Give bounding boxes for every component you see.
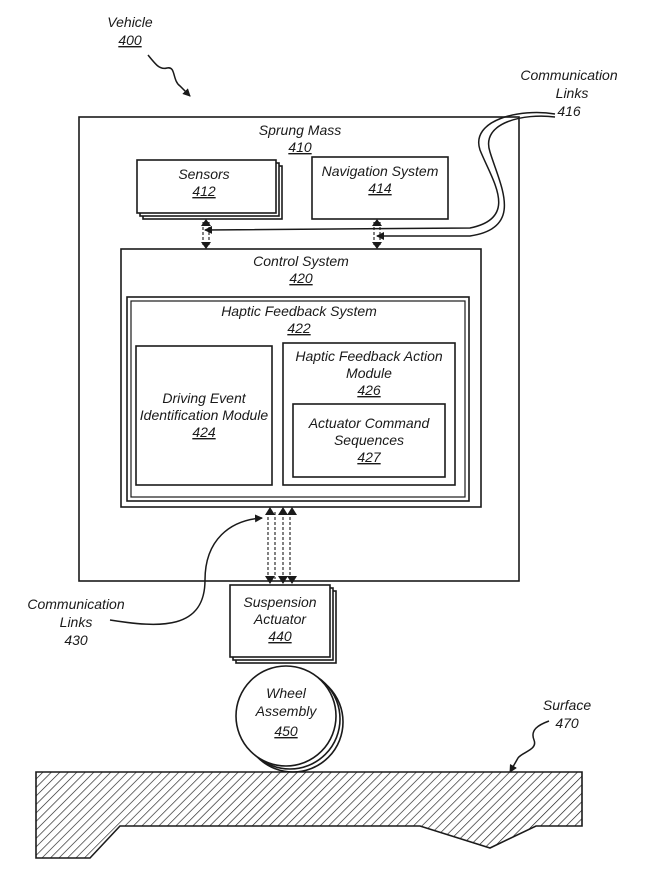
comm-links-416-label: Communication Links 416 <box>520 67 617 119</box>
haptic-feedback-system-title: Haptic Feedback System <box>221 303 377 319</box>
surface-leader <box>509 720 550 773</box>
actuator-command-ref: 427 <box>357 449 382 465</box>
road-surface <box>35 771 583 859</box>
suspension-actuator-stack: Suspension Actuator 440 <box>229 584 337 664</box>
actuator-command-line2: Sequences <box>334 432 404 448</box>
comm-links-416-ref: 416 <box>557 103 581 119</box>
vehicle-leader-line <box>147 54 191 97</box>
suspension-line1: Suspension <box>243 594 316 610</box>
vehicle-label: Vehicle 400 <box>107 14 191 97</box>
surface-label: Surface 470 <box>509 697 591 773</box>
haptic-feedback-system-ref: 422 <box>287 320 311 336</box>
driving-event-line2: Identification Module <box>140 407 269 423</box>
driving-event-module-box <box>135 345 273 486</box>
comm-links-430-ref: 430 <box>64 632 88 648</box>
comm-links-416-curves <box>204 111 556 240</box>
wheel-line1: Wheel <box>266 685 307 701</box>
comm-links-430-line2: Links <box>60 614 93 630</box>
sensors-ref: 412 <box>192 183 216 199</box>
surface-ref: 470 <box>555 715 579 731</box>
navigation-system-ref: 414 <box>368 180 392 196</box>
sensors-title: Sensors <box>178 166 229 182</box>
driving-event-ref: 424 <box>192 424 216 440</box>
comm-links-430-line1: Communication <box>27 596 124 612</box>
suspension-line2: Actuator <box>253 611 307 627</box>
sprung-mass-ref: 410 <box>288 139 312 155</box>
comm-links-430-leader <box>109 514 263 626</box>
actuator-command-line1: Actuator Command <box>308 415 431 431</box>
sprung-mass-title: Sprung Mass <box>259 122 341 138</box>
driving-event-line1: Driving Event <box>162 390 246 406</box>
sensors-stack: Sensors 412 <box>136 159 283 220</box>
comm-links-416-line2: Links <box>556 85 589 101</box>
comm-links-416-line1: Communication <box>520 67 617 83</box>
navigation-control-link <box>372 219 382 249</box>
wheel-ref: 450 <box>274 723 298 739</box>
haptic-action-ref: 426 <box>357 382 381 398</box>
navigation-system-title: Navigation System <box>322 163 439 179</box>
actuator-command-box <box>292 403 446 478</box>
vehicle-title: Vehicle <box>107 14 153 30</box>
haptic-action-line2: Module <box>346 365 392 381</box>
wheel-assembly: Wheel Assembly 450 <box>235 665 344 773</box>
control-system-ref: 420 <box>289 270 313 286</box>
vehicle-ref: 400 <box>118 32 142 48</box>
suspension-ref: 440 <box>268 628 292 644</box>
navigation-system-box <box>311 156 449 220</box>
comm-links-430-label: Communication Links 430 <box>27 514 263 648</box>
sensor-control-link <box>201 219 211 249</box>
control-suspension-link <box>265 507 297 584</box>
control-system-title: Control System <box>253 253 349 269</box>
surface-title: Surface <box>543 697 591 713</box>
haptic-action-line1: Haptic Feedback Action <box>295 348 443 364</box>
wheel-line2: Assembly <box>255 703 318 719</box>
